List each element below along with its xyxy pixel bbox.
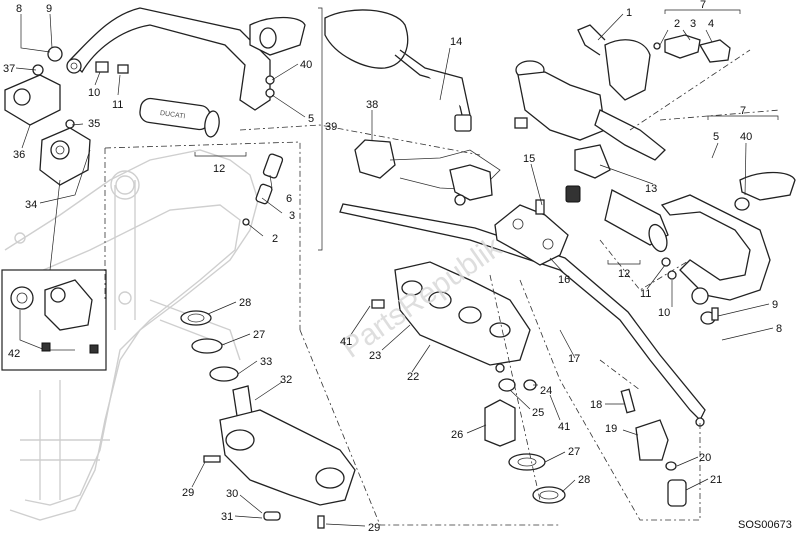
callout-19: 19: [605, 423, 617, 435]
callout-25: 25: [532, 407, 544, 419]
callout-20: 20: [699, 452, 711, 464]
callout-10: 10: [88, 87, 100, 99]
callout-28: 28: [239, 297, 251, 309]
callout-7: 7: [700, 0, 706, 11]
callout-31: 31: [221, 511, 233, 523]
callout-2: 2: [674, 18, 680, 30]
callout-8: 8: [16, 3, 22, 15]
callout-33: 33: [260, 356, 272, 368]
callout-13: 13: [645, 183, 657, 195]
left-lever-assembly: [47, 7, 306, 111]
switch-inset-box: [1, 179, 107, 371]
ignition-switch: [4, 64, 91, 186]
callout-12: 12: [213, 163, 225, 175]
group-bracket-12-left: [194, 152, 247, 157]
alignment-lines: [104, 49, 781, 526]
left-mirror: [324, 9, 472, 132]
group-bracket-7-right: [707, 115, 779, 120]
callout-29: 29: [368, 522, 380, 534]
callout-34: 34: [25, 199, 37, 211]
callout-11: 11: [640, 288, 651, 300]
callout-23: 23: [369, 350, 381, 362]
callout-32: 32: [280, 374, 292, 386]
right-mirror: [577, 24, 651, 101]
upper-triple-clamp: [371, 261, 531, 366]
callout-40: 40: [300, 59, 312, 71]
callout-3: 3: [289, 210, 295, 222]
callout-12: 12: [618, 268, 630, 280]
callout-5: 5: [308, 113, 314, 125]
steering-nut-stack: [484, 363, 566, 504]
handlebar-clamp: [494, 199, 569, 266]
callout-6: 6: [286, 193, 292, 205]
brake-master-cylinder: [514, 60, 666, 161]
callout-40: 40: [740, 131, 752, 143]
callout-9: 9: [46, 3, 52, 15]
callout-28: 28: [578, 474, 590, 486]
callout-24: 24: [540, 385, 552, 397]
callout-36: 36: [13, 149, 25, 161]
callout-9: 9: [772, 299, 778, 311]
diagram-reference-code: SOS00673: [738, 519, 792, 531]
group-bracket-39: [318, 7, 323, 251]
callout-37: 37: [3, 63, 15, 75]
callout-35: 35: [88, 118, 100, 130]
mirror-mount-parts: [653, 34, 731, 63]
callout-1: 1: [626, 7, 632, 19]
callout-18: 18: [590, 399, 602, 411]
callout-7: 7: [740, 105, 746, 117]
motorcycle-frame: [4, 149, 259, 521]
group-bracket-12-right: [607, 260, 641, 265]
callout-29: 29: [182, 487, 194, 499]
svg-text:DUCATI: DUCATI: [159, 110, 185, 120]
callout-21: 21: [710, 474, 722, 486]
right-throttle-grip: [565, 144, 669, 253]
callout-11: 11: [112, 99, 123, 111]
leader-lines: [15, 13, 774, 527]
callout-2: 2: [272, 233, 278, 245]
callout-38: 38: [366, 99, 378, 111]
callout-4: 4: [708, 18, 714, 30]
callout-22: 22: [407, 371, 419, 383]
callout-16: 16: [558, 274, 570, 286]
left-handlebar-switch: [354, 139, 501, 206]
callout-42: 42: [8, 348, 20, 360]
callout-41: 41: [558, 421, 570, 433]
right-lever-guard: [660, 171, 796, 325]
callout-26: 26: [451, 429, 463, 441]
callout-8: 8: [776, 323, 782, 335]
callout-5: 5: [713, 131, 719, 143]
handlebar-riser: [620, 388, 705, 507]
lower-steering-stem: [180, 310, 356, 529]
callout-39: 39: [325, 121, 337, 133]
callout-41: 41: [340, 336, 352, 348]
callout-17: 17: [568, 353, 580, 365]
left-grip: DUCATI: [139, 97, 220, 138]
callout-labels: 8 9 37 10 11 36 35 40 5 39 12 6 3 2 34 4…: [3, 0, 782, 534]
callout-10: 10: [658, 307, 670, 319]
callout-27: 27: [568, 446, 580, 458]
left-switch-parts: [242, 153, 284, 226]
callout-27: 27: [253, 329, 265, 341]
callout-30: 30: [226, 488, 238, 500]
callout-3: 3: [690, 18, 696, 30]
callout-15: 15: [523, 153, 535, 165]
group-bracket-7-top: [664, 9, 741, 14]
callout-14: 14: [450, 36, 462, 48]
